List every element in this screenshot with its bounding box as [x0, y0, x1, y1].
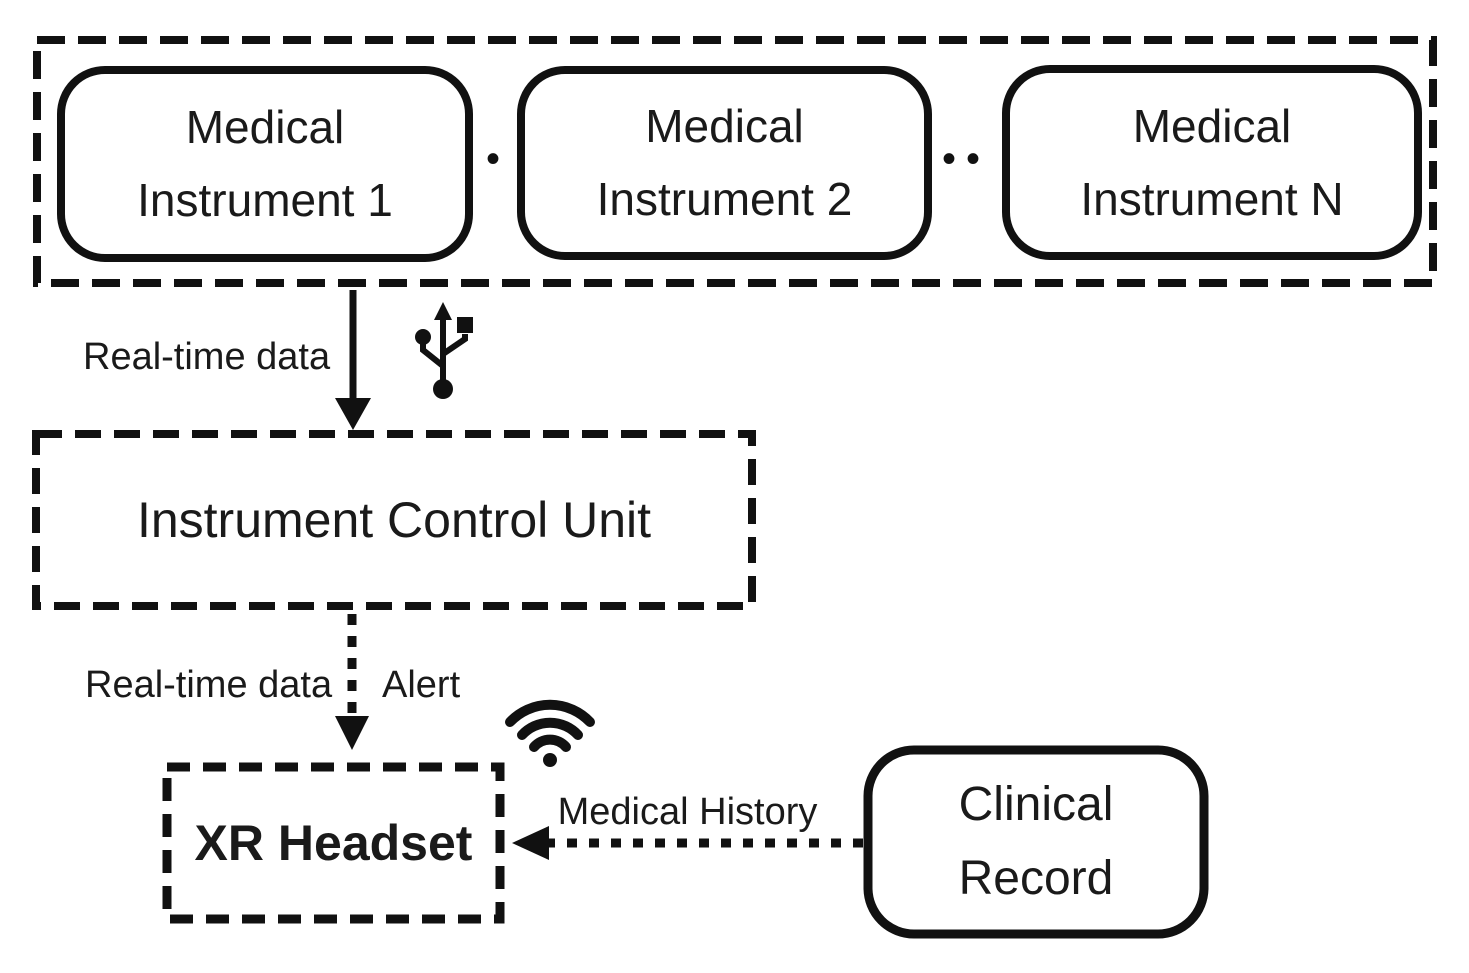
icu-to-xr-arrow — [335, 614, 369, 750]
medical-instrument-2-line1: Medical — [645, 100, 804, 152]
instrument-control-unit-label: Instrument Control Unit — [36, 434, 752, 606]
clinical-record-box — [863, 745, 1209, 939]
xr-headset-text: XR Headset — [194, 815, 473, 871]
usb-icon — [415, 302, 473, 399]
medical-instrument-1-line1: Medical — [185, 101, 345, 153]
xr-headset-border — [162, 762, 505, 924]
realtime-data-label-bottom: Real-time data — [85, 664, 333, 706]
clinical-record-line2: Record — [958, 852, 1114, 905]
medical-instrument-n-label: Medical Instrument N — [1006, 69, 1418, 256]
medical-instrument-n-box — [1002, 65, 1422, 260]
medical-instrument-1-box — [57, 66, 473, 262]
medical-instruments-group-border — [33, 36, 1437, 287]
ellipsis-dots-double: •• — [942, 137, 991, 181]
medical-instrument-2-label: Medical Instrument 2 — [521, 70, 928, 256]
xr-headset-label: XR Headset — [167, 767, 500, 919]
clinical-to-xr-arrow — [512, 826, 863, 860]
medical-history-label: Medical History — [557, 791, 818, 833]
medical-instrument-2-box — [517, 66, 932, 260]
realtime-data-label-top: Real-time data — [83, 336, 331, 378]
instrument-control-unit-text: Instrument Control Unit — [136, 492, 652, 548]
medical-instrument-2-line2: Instrument 2 — [596, 173, 853, 225]
alert-label: Alert — [382, 664, 461, 706]
medical-instrument-1-line2: Instrument 1 — [137, 174, 393, 226]
clinical-record-line1: Clinical — [958, 778, 1114, 831]
medical-instrument-n-line1: Medical — [1132, 99, 1292, 152]
wifi-icon — [505, 699, 595, 767]
instruments-to-icu-arrow — [335, 290, 371, 430]
clinical-record-label: Clinical Record — [868, 750, 1204, 934]
medical-instrument-n-line2: Instrument N — [1080, 172, 1344, 225]
instrument-control-unit-border — [32, 430, 756, 610]
ellipsis-dot-single: • — [486, 137, 501, 181]
medical-instrument-1-label: Medical Instrument 1 — [61, 70, 469, 258]
